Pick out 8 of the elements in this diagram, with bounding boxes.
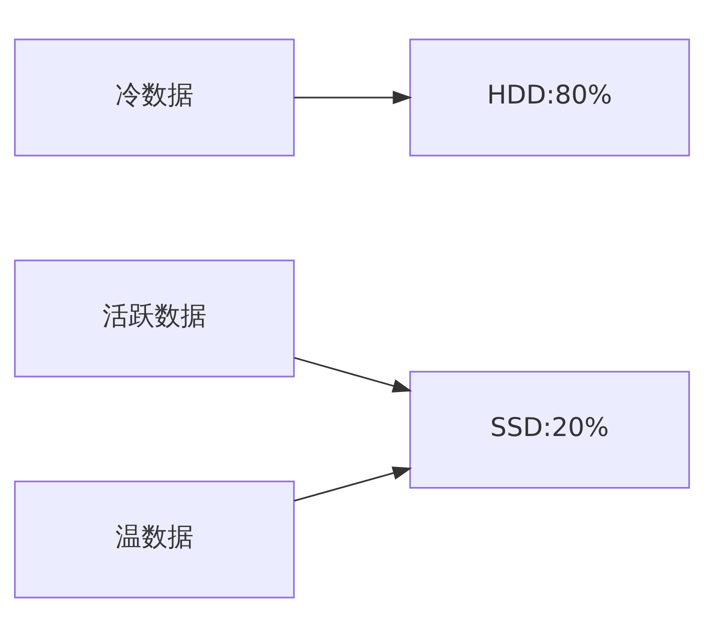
arrow	[294, 90, 412, 104]
node-box: 温数据	[14, 480, 295, 598]
arrow	[294, 356, 412, 392]
node-box: HDD:80%	[409, 38, 690, 156]
node-box: 活跃数据	[14, 259, 295, 377]
node-box: 冷数据	[14, 38, 295, 156]
node-box: SSD:20%	[409, 370, 690, 488]
arrow	[294, 466, 412, 502]
